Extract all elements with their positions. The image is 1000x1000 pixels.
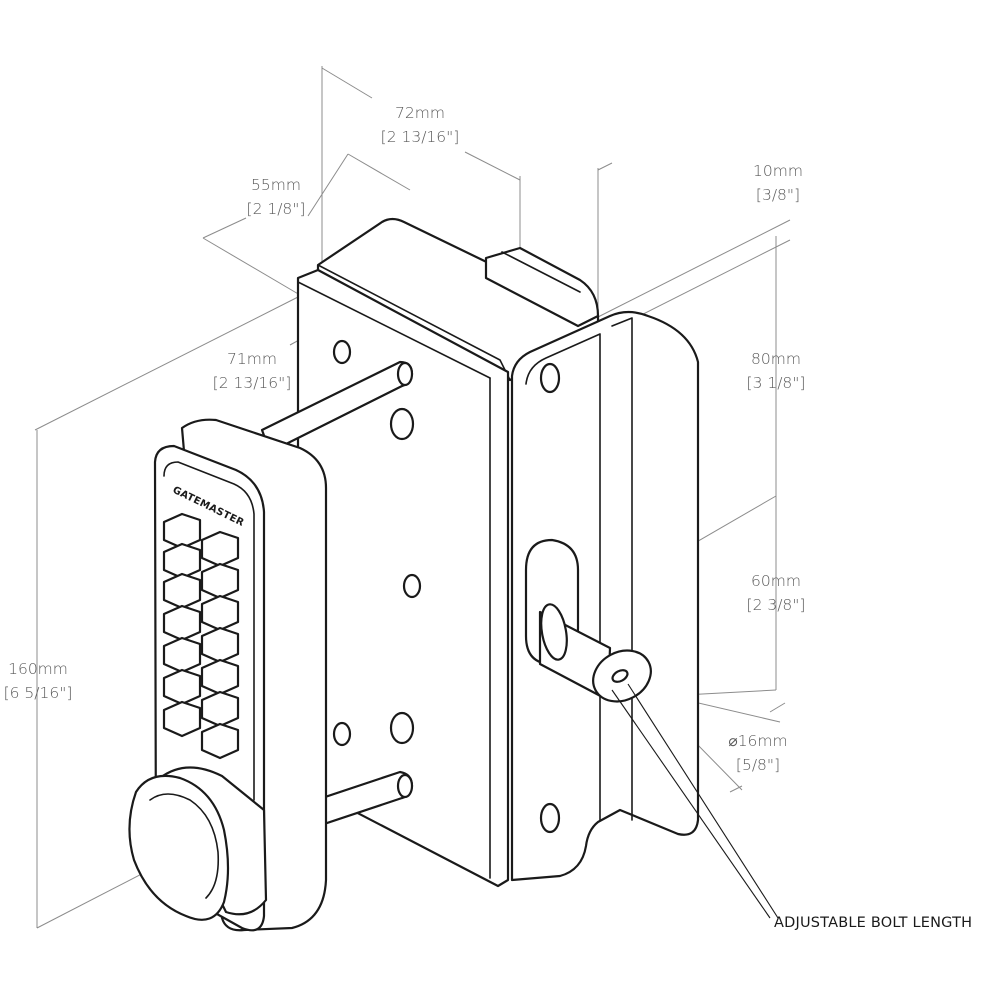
- dim-71-imperial: [2 13/16"]: [213, 374, 292, 392]
- keypad-button[interactable]: [162, 700, 202, 738]
- dim-16-metric: ⌀16mm: [728, 732, 787, 750]
- keypad-button[interactable]: [200, 690, 240, 728]
- dim-71-metric: 71mm: [227, 350, 277, 368]
- keypad-button[interactable]: [162, 512, 202, 550]
- dim-16-imperial: [5/8"]: [736, 756, 780, 774]
- dim-60-metric: 60mm: [751, 572, 801, 590]
- keypad-housing: GATEMASTER: [128, 418, 328, 932]
- dim-72-imperial: [2 13/16"]: [381, 128, 460, 146]
- dim-55-imperial: [2 1/8"]: [247, 200, 306, 218]
- keypad-button[interactable]: [162, 636, 202, 674]
- callout-adjustable-bolt-length: ADJUSTABLE BOLT LENGTH: [774, 915, 972, 931]
- keypad-button[interactable]: [200, 658, 240, 696]
- keypad-button[interactable]: [162, 572, 202, 610]
- keypad-right-column: [200, 530, 240, 760]
- keypad-button[interactable]: [162, 542, 202, 580]
- dim-160-imperial: [6 5/16"]: [4, 684, 73, 702]
- dim-60-imperial: [2 3/8"]: [747, 596, 806, 614]
- keypad-button[interactable]: [200, 530, 240, 568]
- keypad-left-column: [162, 512, 202, 738]
- dim-80-metric: 80mm: [751, 350, 801, 368]
- mount-hole: [332, 721, 352, 747]
- mount-hole: [389, 711, 415, 745]
- dimension-labels: 72mm [2 13/16"] 55mm [2 1/8"] 10mm [3/8"…: [4, 104, 972, 931]
- dim-55-metric: 55mm: [251, 176, 301, 194]
- mount-hole: [332, 339, 352, 365]
- dim-72-metric: 72mm: [395, 104, 445, 122]
- dim-10-imperial: [3/8"]: [756, 186, 800, 204]
- callout-leader: [611, 683, 779, 919]
- keypad-button[interactable]: [200, 562, 240, 600]
- keypad-button[interactable]: [200, 594, 240, 632]
- keypad-button[interactable]: [162, 604, 202, 642]
- mount-hole: [389, 407, 415, 441]
- dim-80-imperial: [3 1/8"]: [747, 374, 806, 392]
- keypad-button[interactable]: [200, 626, 240, 664]
- keypad-button[interactable]: [162, 668, 202, 706]
- keypad-button[interactable]: [200, 722, 240, 760]
- dim-10-metric: 10mm: [753, 162, 803, 180]
- mount-hole: [402, 573, 422, 599]
- dim-160-metric: 160mm: [8, 660, 68, 678]
- lock-body: [248, 217, 700, 888]
